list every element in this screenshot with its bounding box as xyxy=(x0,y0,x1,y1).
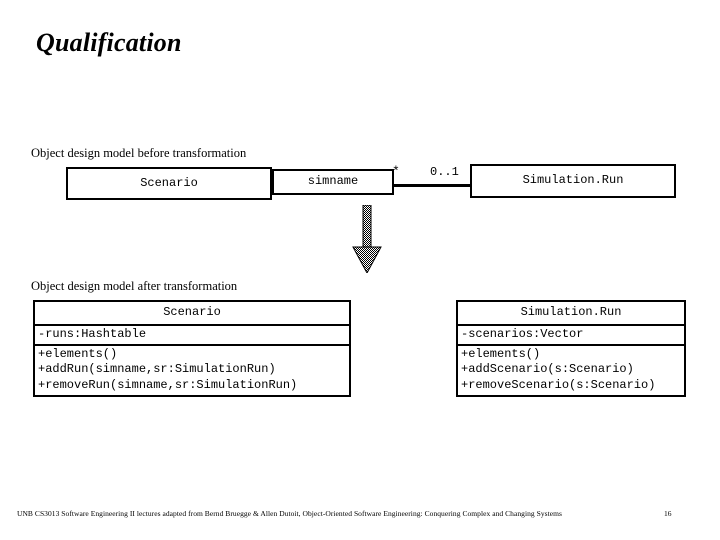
page-number: 16 xyxy=(664,509,672,518)
operation-row: +elements() xyxy=(461,346,541,361)
footer-attribution: UNB CS3013 Software Engineering II lectu… xyxy=(17,509,562,518)
class-name-simulationrun-after: Simulation.Run xyxy=(520,304,622,319)
operation-row: +removeScenario(s:Scenario) xyxy=(461,377,656,392)
operation-compartment-simulationrun: +elements() +addScenario(s:Scenario) +re… xyxy=(458,343,684,395)
class-box-scenario-before: Scenario xyxy=(66,167,272,200)
class-name-scenario-after: Scenario xyxy=(163,304,221,319)
caption-after-transformation: Object design model after transformation xyxy=(31,279,238,293)
multiplicity-target: 0..1 xyxy=(430,165,459,179)
down-arrow-icon xyxy=(352,205,382,273)
operation-row: +elements() xyxy=(38,346,118,361)
attribute-row: -runs:Hashtable xyxy=(38,326,147,341)
attribute-compartment-simulationrun: -scenarios:Vector xyxy=(458,323,684,344)
qualifier-box-simname: simname xyxy=(272,169,394,195)
caption-before-transformation: Object design model before transformatio… xyxy=(31,146,247,160)
qualifier-label: simname xyxy=(307,174,359,189)
class-name-compartment-simulationrun: Simulation.Run xyxy=(458,302,684,324)
multiplicity-source: * xyxy=(392,164,400,179)
operation-row: +addScenario(s:Scenario) xyxy=(461,362,634,377)
class-box-simulationrun-before: Simulation.Run xyxy=(470,164,676,198)
association-line xyxy=(394,184,472,187)
attribute-compartment-scenario: -runs:Hashtable xyxy=(35,323,349,344)
page-title: Qualification xyxy=(36,28,182,57)
class-box-scenario-after: Scenario -runs:Hashtable +elements() +ad… xyxy=(33,300,351,397)
class-name-compartment-scenario: Scenario xyxy=(35,302,349,324)
operation-row: +removeRun(simname,sr:SimulationRun) xyxy=(38,377,298,392)
operation-compartment-scenario: +elements() +addRun(simname,sr:Simulatio… xyxy=(35,343,349,395)
attribute-row: -scenarios:Vector xyxy=(461,326,584,341)
class-box-simulationrun-after: Simulation.Run -scenarios:Vector +elemen… xyxy=(456,300,686,397)
class-name-scenario-before: Scenario xyxy=(140,175,198,190)
operation-row: +addRun(simname,sr:SimulationRun) xyxy=(38,362,276,377)
class-name-simulationrun-before: Simulation.Run xyxy=(522,173,624,188)
